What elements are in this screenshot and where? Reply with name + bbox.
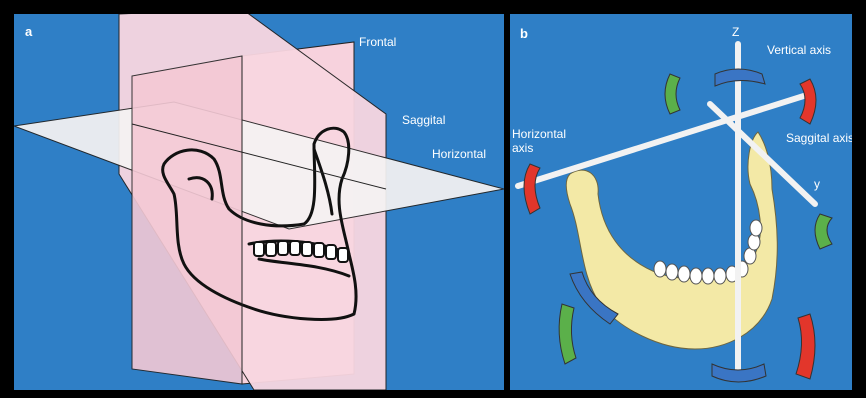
mandible-shape bbox=[566, 132, 777, 349]
horizontal-axis-label-2: axis bbox=[512, 142, 533, 155]
green-arrow-left-bottom bbox=[559, 304, 576, 364]
red-arrow-bottom-right bbox=[796, 314, 815, 379]
z-label: Z bbox=[732, 26, 739, 39]
panel-a-letter: a bbox=[25, 24, 32, 39]
panel-b-letter: b bbox=[520, 26, 528, 41]
frontal-plane-front bbox=[132, 56, 242, 384]
teeth-b bbox=[654, 220, 762, 284]
panel-a-illustration bbox=[14, 14, 504, 390]
panel-a: a Frontal Saggital Horizontal bbox=[14, 14, 504, 390]
saggital-label: Saggital bbox=[402, 114, 445, 127]
vertical-axis-label: Vertical axis bbox=[767, 44, 831, 57]
panel-b: b Z Vertical axis Horizontal axis Saggit… bbox=[510, 14, 852, 390]
horizontal-label: Horizontal bbox=[432, 148, 486, 161]
green-arrow-right bbox=[815, 214, 832, 249]
frontal-label: Frontal bbox=[359, 36, 396, 49]
red-arrow-top-right bbox=[800, 79, 816, 124]
green-arrow-top-left bbox=[665, 74, 680, 114]
panel-b-illustration bbox=[510, 14, 852, 390]
saggital-axis-label: Saggital axis bbox=[786, 132, 852, 145]
y-label: y bbox=[814, 178, 820, 191]
horizontal-axis-label-1: Horizontal bbox=[512, 128, 566, 141]
red-arrow-left bbox=[524, 164, 540, 214]
